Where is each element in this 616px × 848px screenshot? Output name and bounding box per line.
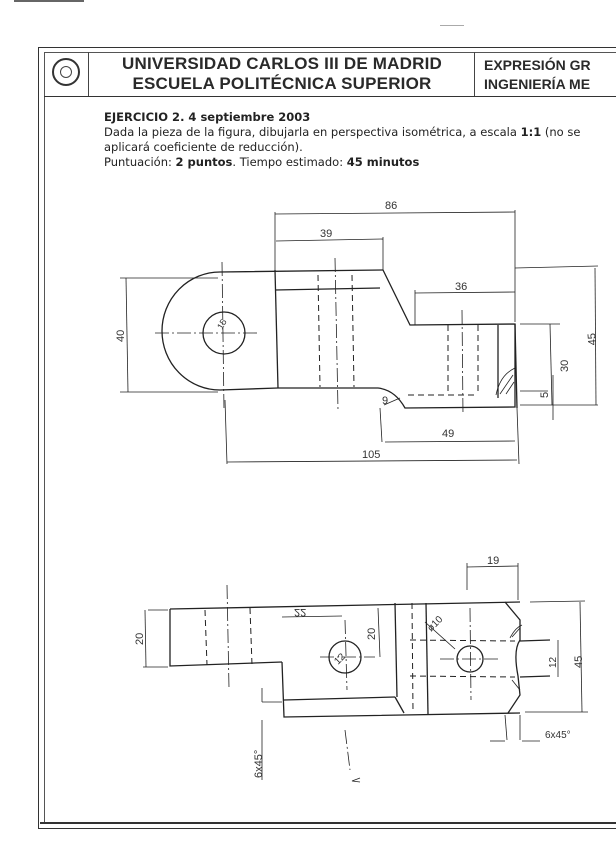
dim-overall-length: 105: [362, 449, 380, 461]
university-seal-icon: [52, 58, 80, 86]
dim-upper-width: 39: [320, 228, 332, 240]
exercise-score: Puntuación: 2 puntos. Tiempo estimado: 4…: [104, 155, 604, 170]
dim-step-height: 5: [539, 392, 551, 398]
page-frame-outer: [38, 47, 616, 829]
dim-front-left-height: 20: [134, 633, 146, 645]
logo-box: [44, 52, 89, 96]
dim-bottom-right: 49: [442, 428, 454, 440]
dim-chamfer-left: 6x45°: [253, 750, 265, 778]
institution-name: UNIVERSIDAD CARLOS III DE MADRID ESCUELA…: [92, 54, 472, 94]
dim-right-offset: 19: [487, 555, 499, 567]
statement-part-2: (no se aplicará coeficiente de reducción…: [104, 125, 581, 154]
arrow-mark-icon: [351, 777, 361, 783]
page-frame-inner: [44, 52, 616, 824]
dim-right-height-outer: 45: [586, 333, 599, 346]
dim-slot-width: 12: [548, 656, 559, 668]
department-name: EXPRESIÓN GR INGENIERÍA ME: [484, 56, 616, 94]
dim-front-hole-vertical: 20: [366, 628, 378, 640]
dim-right-step: 36: [455, 281, 467, 293]
time-label: . Tiempo estimado:: [232, 155, 347, 169]
dim-left-height: 40: [115, 330, 127, 342]
dim-front-hole-offset: 22: [294, 606, 306, 618]
dim-small-hole-diameter: ø10: [425, 614, 445, 634]
title-block: UNIVERSIDAD CARLOS III DE MADRID ESCUELA…: [44, 52, 616, 97]
dim-total-width: 86: [385, 200, 397, 212]
header-divider: [474, 52, 475, 96]
dim-front-right-height: 45: [573, 656, 585, 668]
score-label: Puntuación:: [104, 155, 176, 169]
university-name: UNIVERSIDAD CARLOS III DE MADRID: [122, 54, 442, 73]
scan-mark: [14, 0, 84, 2]
scan-mark: [440, 25, 464, 26]
school-name: ESCUELA POLITÉCNICA SUPERIOR: [132, 74, 432, 93]
front-view: 20 22 20 12 ø10 19 12 45 6x45° 6x45°: [134, 555, 588, 783]
score-value: 2 puntos: [175, 155, 233, 169]
exercise-text: Dada la pieza de la figura, dibujarla en…: [104, 125, 604, 155]
exercise-title: EJERCICIO 2. 4 septiembre 2003: [104, 110, 311, 124]
dim-chamfer-right: 6x45°: [545, 730, 571, 741]
time-value: 45 minutos: [346, 155, 420, 169]
dim-right-height-inner: 30: [559, 360, 571, 372]
department-line-1: EXPRESIÓN GR: [484, 57, 591, 73]
dim-hole-diameter: 15: [215, 317, 229, 331]
dim-fillet-radius: 9: [382, 395, 388, 407]
page-bottom-border: [40, 822, 616, 824]
exercise-statement: EJERCICIO 2. 4 septiembre 2003 Dada la p…: [104, 110, 604, 170]
statement-part-1: Dada la pieza de la figura, dibujarla en…: [104, 125, 521, 139]
scale-value: 1:1: [520, 125, 542, 139]
top-view: 86 39 36 40 15 9 49 105 30 45 5: [115, 200, 599, 465]
department-line-2: INGENIERÍA ME: [484, 76, 591, 92]
